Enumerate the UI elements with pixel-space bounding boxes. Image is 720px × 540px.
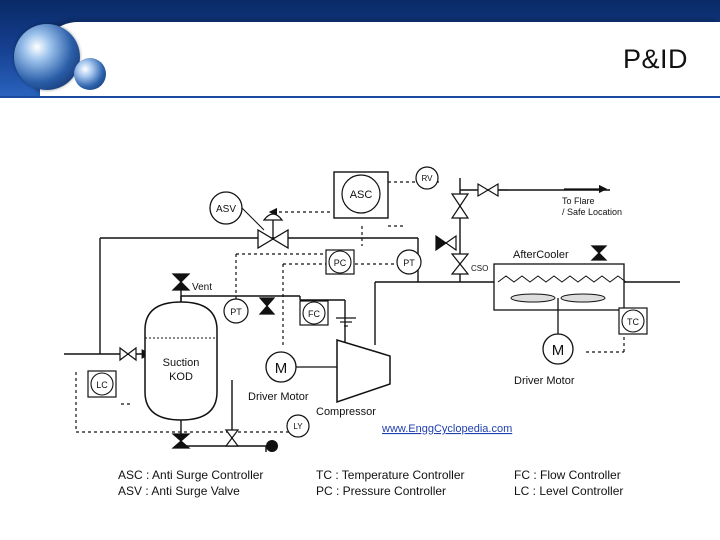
driver-motor-label-right: Driver Motor [514, 375, 575, 387]
antisurge-valve-icon [257, 213, 289, 250]
legend-tc: TC : Temperature Controller [316, 468, 465, 482]
level-valve-icon [224, 429, 240, 447]
to-flare-label: To Flare [562, 196, 595, 206]
slide-title: P&ID [622, 44, 688, 74]
aftercooler-motor: M Driver Motor [514, 333, 575, 387]
drain-valve-icon [171, 433, 191, 449]
compressor-motor: M Driver Motor [248, 351, 337, 403]
compressor-label: Compressor [316, 406, 376, 418]
flow-element-icon [336, 317, 356, 327]
slide-header: P&ID [0, 0, 720, 98]
legend-fc: FC : Flow Controller [514, 468, 621, 482]
asc-tag: ASC [350, 189, 373, 201]
pc-instrument: PC [325, 249, 355, 275]
ly-instrument: LY [286, 414, 310, 438]
pt-suction-tag: PT [230, 307, 242, 317]
asv-instrument: ASV [209, 191, 265, 231]
motor-tag-right: M [552, 342, 565, 359]
globe-logo-icon [14, 24, 80, 90]
suction-kod-label-1: Suction [163, 357, 200, 369]
relief-valve-icon [450, 182, 508, 219]
suction-kod-vessel: Suction KOD [144, 301, 218, 421]
aftercooler-vent-valve-icon [590, 245, 608, 261]
asc-controller: ASC [333, 171, 389, 219]
to-flare: To Flare / Safe Location [562, 184, 622, 217]
rv-instrument: RV [415, 166, 439, 190]
website-link[interactable]: www.EnggCyclopedia.com [381, 423, 512, 435]
fc-tag: FC [308, 309, 320, 319]
legend-asv: ASV : Anti Surge Valve [118, 484, 240, 498]
aftercooler-label: AfterCooler [513, 249, 569, 261]
tc-instrument: TC [618, 307, 648, 335]
process-lines [64, 178, 680, 452]
cso-label: CSO [471, 264, 488, 273]
suction-kod-label-2: KOD [169, 371, 193, 383]
legend: ASC : Anti Surge Controller ASV : Anti S… [118, 468, 623, 498]
pc-tag: PC [334, 258, 347, 268]
ly-tag: LY [293, 422, 303, 431]
vent-valve-icon [171, 273, 191, 291]
inlet-valve-icon [119, 346, 137, 362]
lc-tag: LC [96, 380, 108, 390]
vent-label: Vent [192, 282, 212, 293]
legend-asc: ASC : Anti Surge Controller [118, 468, 263, 482]
check-valve-icon [435, 234, 470, 275]
suction-check-valve-icon [258, 297, 276, 315]
lc-instrument: LC [87, 370, 117, 398]
header-band [0, 96, 720, 98]
pump-icon [266, 440, 278, 452]
rv-tag: RV [422, 174, 434, 183]
legend-pc: PC : Pressure Controller [316, 484, 446, 498]
legend-lc: LC : Level Controller [514, 484, 623, 498]
driver-motor-label-left: Driver Motor [248, 391, 309, 403]
asv-tag: ASV [216, 204, 236, 215]
small-globe-logo-icon [74, 58, 106, 90]
fc-instrument: FC [299, 300, 329, 326]
pt-suction-instrument: PT [223, 298, 249, 324]
safe-location-label: / Safe Location [562, 207, 622, 217]
pt-discharge-tag: PT [403, 258, 415, 268]
pt-discharge-instrument: PT [396, 249, 422, 275]
motor-tag-left: M [275, 360, 288, 377]
aftercooler: AfterCooler [493, 249, 627, 336]
compressor-icon: Compressor [316, 338, 391, 418]
header-panel [40, 22, 720, 96]
tc-tag: TC [627, 317, 639, 327]
